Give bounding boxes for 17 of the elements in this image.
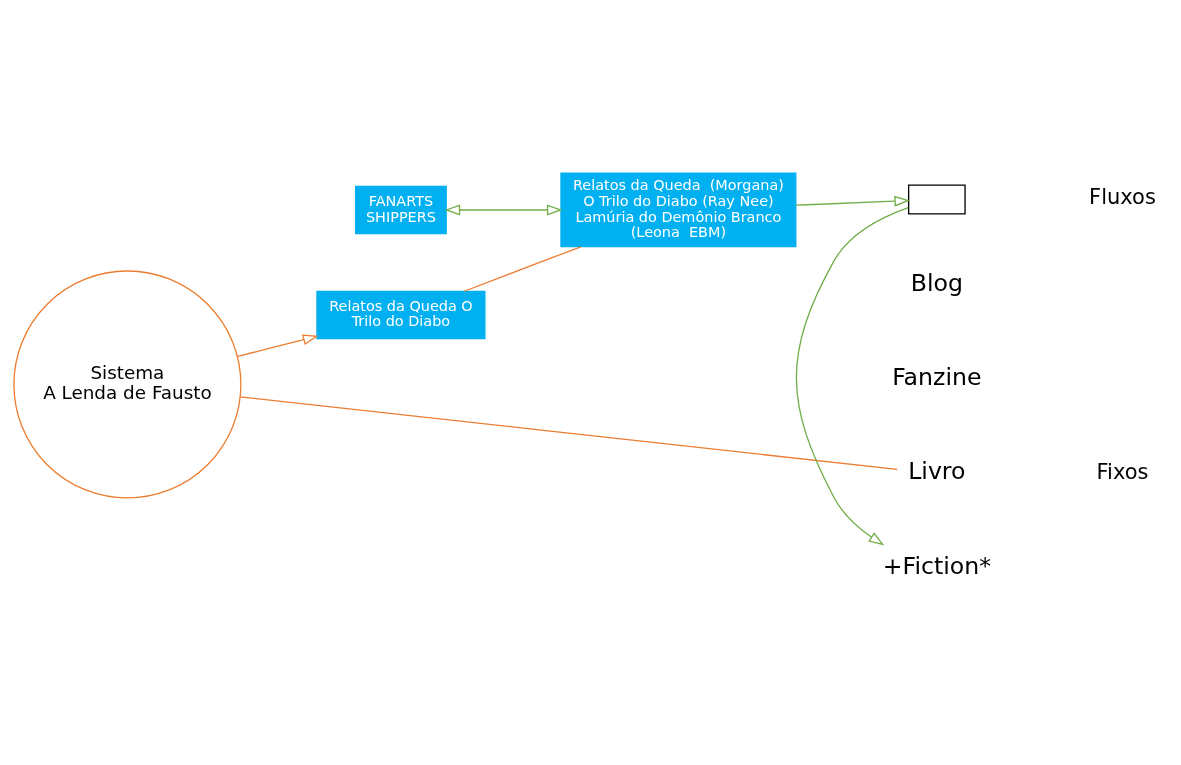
node-box: FANARTS SHIPPERS	[355, 185, 447, 235]
connector	[463, 246, 582, 292]
label: Fluxos	[1089, 185, 1156, 210]
arrow	[795, 195, 911, 207]
arrow	[237, 334, 319, 358]
node-text: Fanzine	[892, 362, 982, 391]
node-text: +Fiction*	[882, 551, 991, 580]
node-circle: Sistema A Lenda de Fausto	[13, 270, 242, 499]
arrow	[444, 204, 563, 216]
node-text: Blog	[910, 268, 963, 297]
arrow	[795, 207, 909, 546]
node-box: Relatos da Queda (Morgana) O Trilo do Diabo (Ray Nee) Lamúria do Demônio Branco (Leona EBM)	[560, 172, 797, 248]
connector	[239, 396, 898, 471]
node-text: Livro	[908, 457, 966, 486]
node-box	[908, 184, 966, 215]
node-box: Relatos da Queda O Trilo do Diabo	[316, 290, 486, 340]
label: Fixos	[1096, 459, 1149, 484]
